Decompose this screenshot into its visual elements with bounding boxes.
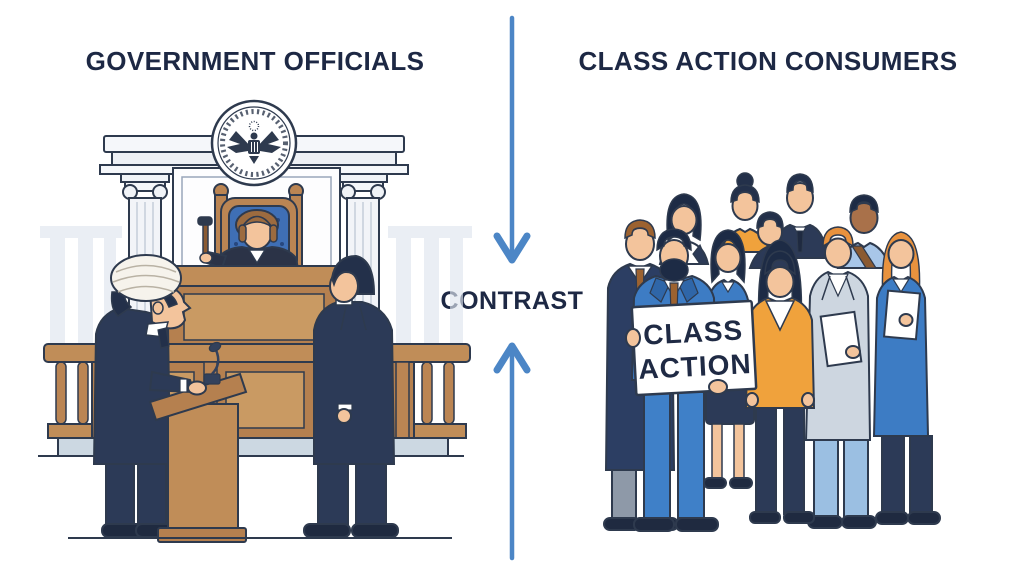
gavel-icon — [197, 216, 213, 261]
arrow-down-icon — [493, 15, 531, 264]
arrow-up-icon — [493, 342, 531, 561]
right-panel-title: CLASS ACTION CONSUMERS — [578, 46, 958, 76]
barrister-wig — [110, 254, 182, 302]
person-ginger-woman-document — [872, 231, 941, 525]
contrast-arrows — [493, 15, 531, 561]
barrister-with-wig — [92, 254, 192, 538]
courthouse-seal-icon — [210, 99, 298, 187]
person-woman-blue-top — [703, 229, 755, 489]
judge-bench — [157, 265, 351, 349]
courtroom-scene — [38, 99, 472, 543]
sign-line-2: ACTION — [638, 348, 753, 385]
woman-in-orange-cardigan — [744, 239, 816, 524]
microphone-icon — [203, 341, 222, 385]
consumer-crowd-scene: CLASS ACTION — [603, 172, 941, 532]
sign-holding-hand-right — [708, 379, 728, 395]
sign-holding-hand-left — [625, 328, 641, 348]
barrister-arm — [148, 370, 207, 396]
contrast-label: CONTRAST — [440, 287, 584, 315]
sign-line-1: CLASS — [642, 314, 743, 350]
lawyer-in-suit — [303, 254, 399, 538]
eagle-emblem — [227, 120, 281, 164]
left-panel-title: GOVERNMENT OFFICIALS — [85, 46, 425, 76]
class-action-sign: CLASS ACTION — [630, 299, 758, 397]
person-light-coat-document — [804, 226, 877, 529]
